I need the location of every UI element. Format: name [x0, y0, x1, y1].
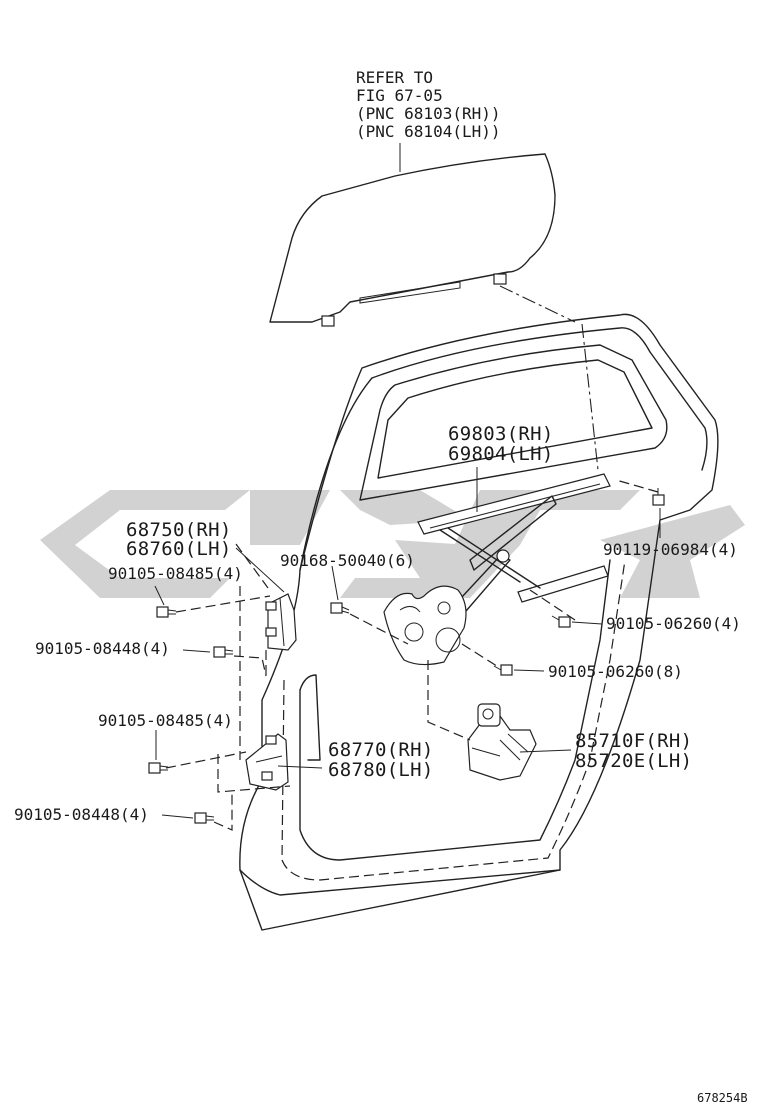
- upper-hinge: [265, 593, 297, 651]
- part-label-69804[interactable]: 69804(LH): [448, 443, 554, 465]
- part-label-90105-06260-4[interactable]: 90105-06260(4): [606, 614, 741, 633]
- refer-label-line4: (PNC 68104(LH)): [356, 122, 501, 141]
- part-label-85710f[interactable]: 85710F(RH): [575, 730, 693, 752]
- part-label-90105-08485-lower[interactable]: 90105-08485(4): [98, 711, 233, 730]
- part-label-68770[interactable]: 68770(RH): [328, 739, 434, 761]
- part-label-68750[interactable]: 68750(RH): [126, 519, 232, 541]
- part-label-90119-06984[interactable]: 90119-06984(4): [603, 540, 738, 559]
- part-label-68760[interactable]: 68760(LH): [126, 538, 232, 560]
- refer-label-line2: FIG 67-05: [356, 86, 443, 105]
- window-regulator: [383, 473, 611, 666]
- part-label-90105-08448-upper[interactable]: 90105-08448(4): [35, 639, 170, 658]
- part-label-90105-06260-8[interactable]: 90105-06260(8): [548, 662, 683, 681]
- lower-hinge: [245, 733, 289, 791]
- part-label-90105-08485-upper[interactable]: 90105-08485(4): [108, 564, 243, 583]
- figure-id: 678254B: [697, 1091, 748, 1105]
- part-label-68780[interactable]: 68780(LH): [328, 759, 434, 781]
- bolt-icons: [148, 488, 665, 824]
- part-label-85720e[interactable]: 85720E(LH): [575, 750, 693, 772]
- part-label-69803[interactable]: 69803(RH): [448, 423, 554, 445]
- refer-label-line1: REFER TO: [356, 68, 434, 87]
- door-panel: [239, 313, 719, 931]
- regulator-motor: [467, 703, 537, 781]
- part-label-90168-50040[interactable]: 90168-50040(6): [280, 551, 415, 570]
- part-label-90105-08448-lower[interactable]: 90105-08448(4): [14, 805, 149, 824]
- door-glass: [269, 153, 556, 327]
- refer-label-line3: (PNC 68103(RH)): [356, 104, 501, 123]
